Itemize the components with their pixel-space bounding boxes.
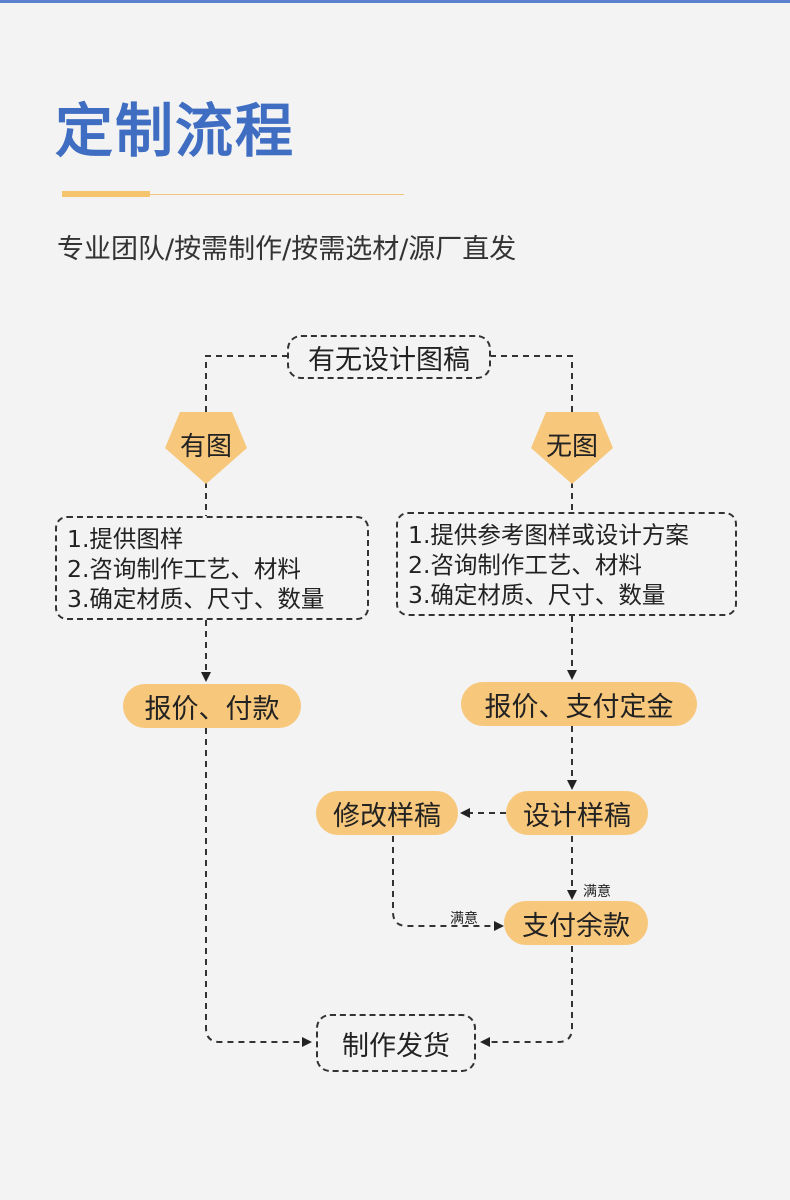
- left-step-3: 3.确定材质、尺寸、数量: [67, 585, 325, 613]
- left-step-2: 2.咨询制作工艺、材料: [67, 555, 301, 583]
- right-steps-box: 1.提供参考图样或设计方案 2.咨询制作工艺、材料 3.确定材质、尺寸、数量: [396, 512, 737, 616]
- satisfied-label-revise: 满意: [450, 911, 478, 927]
- connector-balance-end: [480, 946, 573, 1047]
- title-divider: [62, 194, 404, 195]
- page-subtitle: 专业团队/按需制作/按需选材/源厂直发: [57, 234, 517, 265]
- start-decision-box: 有无设计图稿: [287, 335, 491, 379]
- connector-left-end: [205, 728, 312, 1047]
- right-quote-pill: 报价、支付定金: [461, 682, 697, 726]
- left-quote-pill: 报价、付款: [123, 684, 301, 728]
- end-production-box: 制作发货: [316, 1014, 476, 1072]
- branch-left-shape: [165, 412, 247, 484]
- left-steps-box: 1.提供图样 2.咨询制作工艺、材料 3.确定材质、尺寸、数量: [55, 516, 369, 620]
- left-step-1: 1.提供图样: [67, 525, 184, 553]
- connector-revise-balance: [392, 836, 504, 931]
- top-accent-bar: [0, 0, 790, 3]
- page-title: 定制流程: [55, 97, 296, 165]
- revise-draft-pill: 修改样稿: [316, 791, 458, 835]
- branch-right-shape: [531, 412, 613, 484]
- satisfied-label-design: 满意: [583, 884, 611, 900]
- branch-right-label: 无图: [545, 431, 598, 462]
- balance-payment-pill: 支付余款: [504, 901, 648, 945]
- title-divider-accent: [62, 191, 150, 197]
- right-step-1: 1.提供参考图样或设计方案: [408, 521, 689, 549]
- connector-start-right: [490, 355, 573, 412]
- right-step-3: 3.确定材质、尺寸、数量: [408, 581, 666, 609]
- right-step-2: 2.咨询制作工艺、材料: [408, 551, 642, 579]
- design-draft-pill: 设计样稿: [506, 791, 648, 835]
- connector-start-left: [205, 355, 288, 412]
- branch-left-label: 有图: [179, 431, 232, 462]
